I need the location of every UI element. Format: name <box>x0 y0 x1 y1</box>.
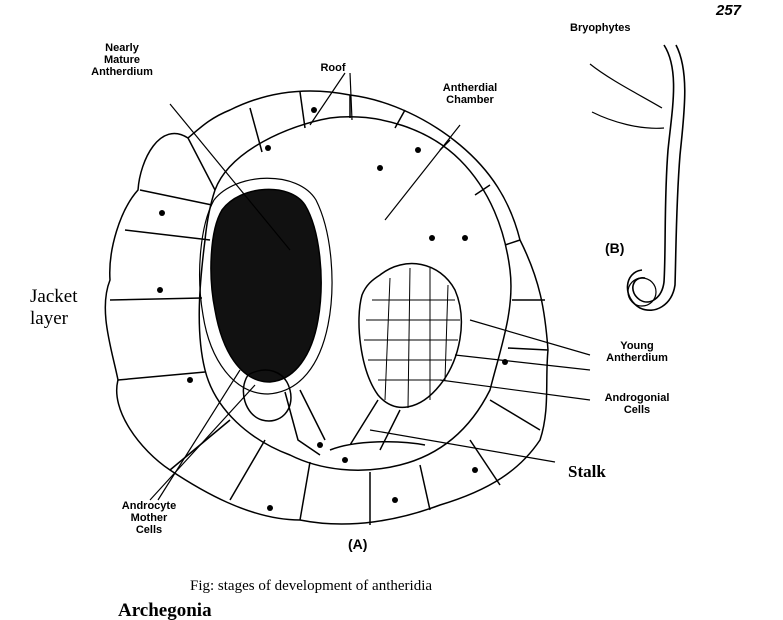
antherozoid-body <box>627 45 684 310</box>
label-subfigure-b: (B) <box>605 240 624 256</box>
young-stalk <box>330 400 425 450</box>
cell-walls <box>110 92 548 525</box>
androgonial-cells <box>364 268 460 408</box>
figure-caption: Fig: stages of development of antheridia <box>190 578 432 595</box>
flagellum-2 <box>592 112 664 128</box>
section-heading: Archegonia <box>118 600 212 620</box>
label-roof: Roof <box>308 62 358 74</box>
antherozoid <box>633 45 674 302</box>
label-nearly-mature-antherdium: Nearly Mature Antherdium <box>72 42 172 78</box>
nearly-mature-antheridium <box>211 189 321 382</box>
label-androgonial-cells: Androgonial Cells <box>592 392 682 416</box>
label-young-antherdium: Young Antherdium <box>592 340 682 364</box>
flagellum-1 <box>590 64 662 108</box>
cell-nuclei <box>157 107 508 511</box>
label-subfigure-a: (A) <box>348 536 367 552</box>
thallus-outline <box>105 91 548 524</box>
running-header: Bryophytes <box>570 22 631 34</box>
label-stalk: Stalk <box>568 462 606 482</box>
page-number: 257 <box>716 2 741 19</box>
label-antherdial-chamber: Antherdial Chamber <box>420 82 520 106</box>
label-jacket-layer: Jacket layer <box>30 286 77 330</box>
label-androcyte-mother-cells: Androcyte Mother Cells <box>104 500 194 536</box>
